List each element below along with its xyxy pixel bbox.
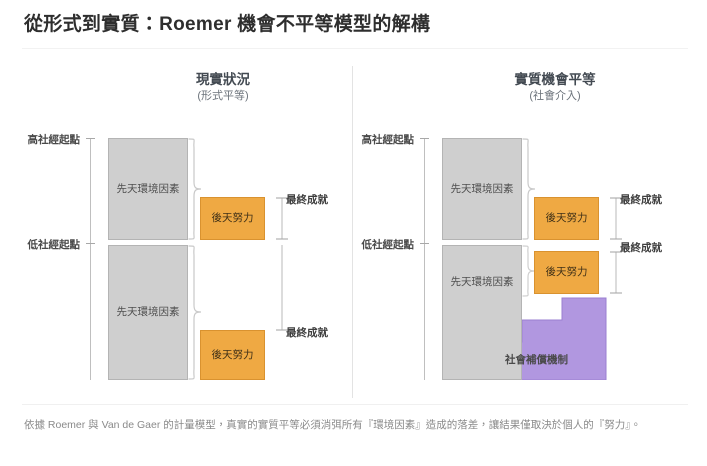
left-group2-effort-label: 後天努力	[211, 348, 254, 361]
right-panel-subheading: (社會介入)	[529, 90, 581, 102]
left-group2-environment-bar: 先天環境因素	[108, 245, 188, 380]
right-axis-tick-high	[420, 138, 429, 139]
left-group2-outcome-label: 最終成就	[286, 327, 328, 339]
left-axis-label-low: 低社經起點	[27, 239, 81, 251]
footnote-text: 依據 Roemer 與 Van de Gaer 的計量模型，真實的實質平等必須消…	[24, 419, 642, 431]
right-axis-line	[424, 138, 425, 380]
right-group2-environment-bar: 先天環境因素	[442, 245, 522, 380]
left-group1-environment-label: 先天環境因素	[116, 182, 180, 195]
right-axis-tick-low	[420, 243, 429, 244]
page-title: 從形式到實質：Roemer 機會不平等模型的解構	[24, 14, 431, 35]
left-axis-label-high: 高社經起點	[27, 134, 81, 146]
left-group1-outcome-label: 最終成就	[286, 194, 328, 206]
title-divider	[22, 48, 688, 49]
left-panel-subheading: (形式平等)	[197, 90, 249, 102]
right-group1-environment-label: 先天環境因素	[450, 182, 514, 195]
right-group2-effort-bar: 後天努力	[534, 251, 599, 294]
right-group1-effort-bar: 後天努力	[534, 197, 599, 240]
right-group1-effort-label: 後天努力	[545, 212, 588, 225]
left-axis-tick-high	[86, 138, 95, 139]
right-group2-outcome-bracket	[609, 251, 623, 294]
left-group2-outcome-bracket	[275, 245, 289, 331]
right-group2-effort-label: 後天努力	[545, 266, 588, 279]
footer-divider	[22, 404, 688, 405]
right-panel-heading: 實質機會平等	[514, 72, 596, 87]
right-group2-environment-label: 先天環境因素	[450, 276, 514, 289]
left-group1-effort-bar: 後天努力	[200, 197, 265, 240]
left-group2-environment-label: 先天環境因素	[116, 306, 180, 319]
right-group2-outcome-label: 最終成就	[620, 242, 662, 254]
left-panel-heading: 現實狀況	[196, 72, 250, 87]
right-axis-label-high: 高社經起點	[361, 134, 415, 146]
left-group1-environment-bar: 先天環境因素	[108, 138, 188, 240]
right-group1-environment-bar: 先天環境因素	[442, 138, 522, 240]
left-axis-tick-low	[86, 243, 95, 244]
left-group2-effort-bar: 後天努力	[200, 330, 265, 380]
compensation-label: 社會補償機制	[505, 354, 568, 366]
left-axis-line	[90, 138, 91, 380]
left-group1-effort-label: 後天努力	[211, 212, 254, 225]
right-axis-label-low: 低社經起點	[361, 239, 415, 251]
right-group1-outcome-label: 最終成就	[620, 194, 662, 206]
panel-divider	[352, 66, 353, 398]
